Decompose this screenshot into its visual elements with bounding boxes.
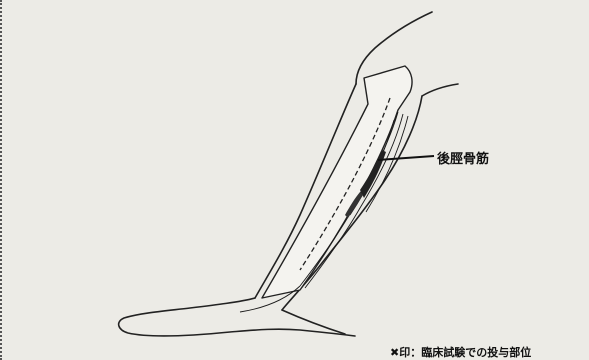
foot-outline	[119, 298, 355, 336]
knee-front-outline	[422, 84, 458, 96]
heel-outline	[282, 310, 345, 334]
footnote-text: ✖印：臨床試験での投与部位	[390, 344, 531, 360]
muscle-label: 後脛骨筋	[437, 148, 489, 167]
